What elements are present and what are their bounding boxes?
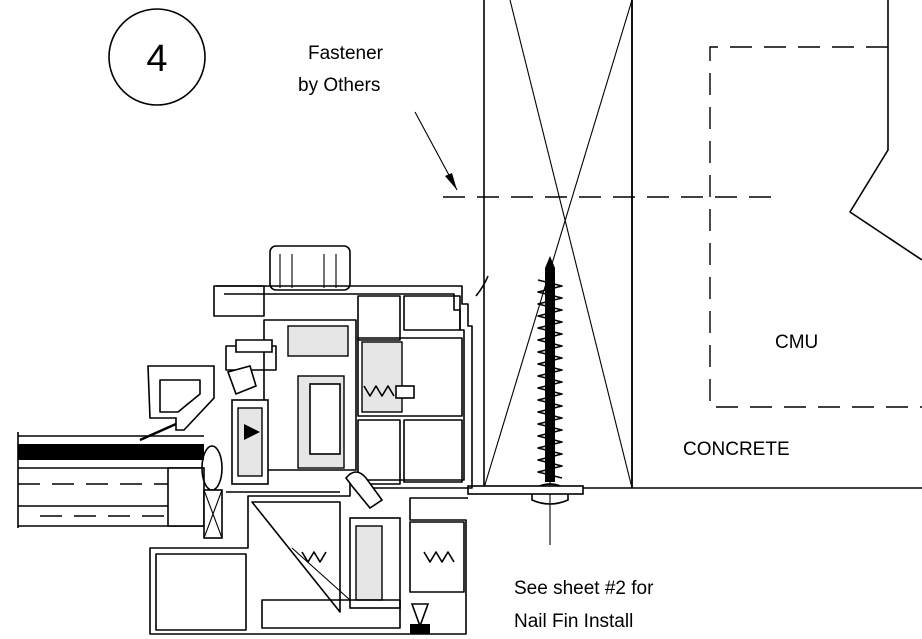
detail-callout: 4: [108, 8, 206, 106]
nail-fin-note: See sheet #2 for Nail Fin Install: [514, 578, 654, 632]
frame-profile: [149, 245, 473, 635]
fastener-callout: Fastener by Others: [298, 43, 458, 191]
concrete-label: CONCRETE: [683, 439, 790, 460]
screw: [531, 256, 569, 545]
cmu-label: CMU: [775, 332, 818, 353]
fastener-label-line1: Fastener: [308, 43, 384, 64]
arrow-head-icon: [445, 173, 457, 190]
glass-unit: [17, 432, 223, 539]
concrete-wall: CONCRETE: [631, 0, 922, 489]
wood-buck: [483, 0, 633, 489]
note-line1: See sheet #2 for: [514, 578, 654, 599]
glazing-bead: [139, 365, 215, 442]
detail-number: 4: [146, 38, 167, 80]
fastener-label-line2: by Others: [298, 75, 380, 96]
nail-fin: [467, 275, 584, 495]
note-line2: Nail Fin Install: [514, 611, 633, 632]
cmu-block: CMU: [709, 46, 922, 408]
